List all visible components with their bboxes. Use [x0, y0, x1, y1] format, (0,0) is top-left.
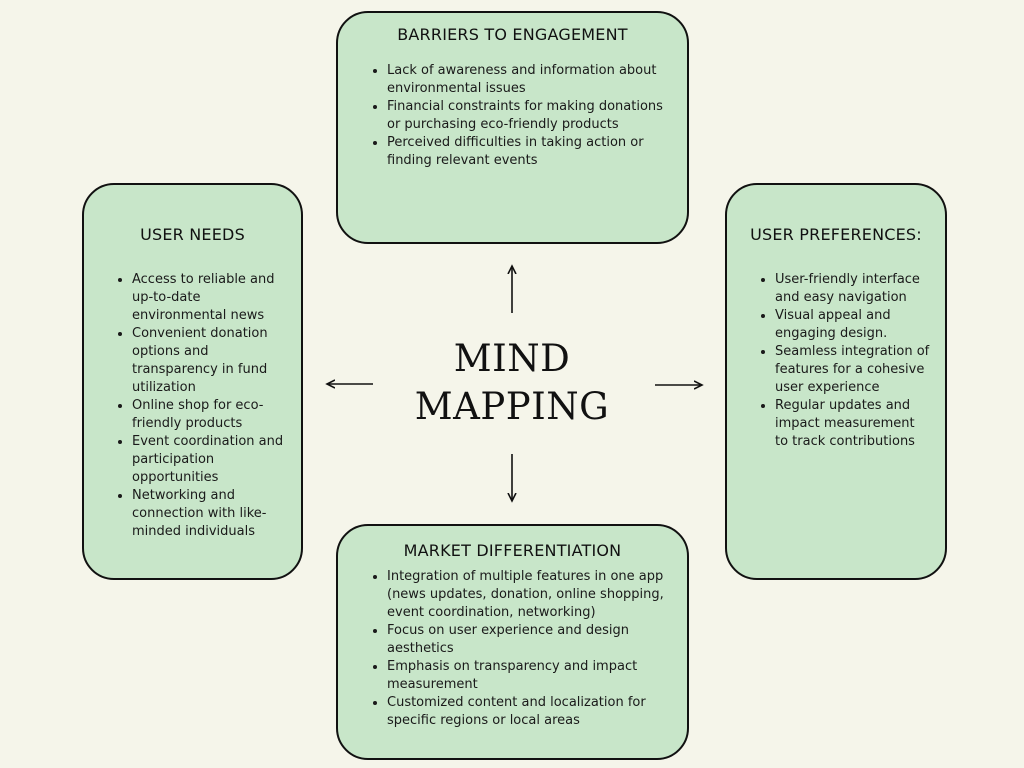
market-differentiation-list: Integration of multiple features in one … — [371, 568, 667, 730]
list-item: Convenient donation options and transpar… — [132, 325, 287, 397]
user-needs-title: USER NEEDS — [140, 225, 245, 244]
title-line-1: MIND — [453, 337, 571, 380]
user-needs-list: Access to reliable and up-to-date enviro… — [116, 271, 287, 541]
barriers-card: BARRIERS TO ENGAGEMENT Lack of awareness… — [336, 11, 689, 244]
user-needs-card: USER NEEDS Access to reliable and up-to-… — [82, 183, 303, 580]
title-line-2: MAPPING — [414, 385, 610, 428]
list-item: Seamless integration of features for a c… — [775, 343, 931, 397]
barriers-title: BARRIERS TO ENGAGEMENT — [397, 25, 628, 44]
list-item: Online shop for eco-friendly products — [132, 397, 287, 433]
list-item: User-friendly interface and easy navigat… — [775, 271, 931, 307]
list-item: Event coordination and participation opp… — [132, 433, 287, 487]
list-item: Integration of multiple features in one … — [387, 568, 667, 622]
market-differentiation-card: MARKET DIFFERENTIATION Integration of mu… — [336, 524, 689, 760]
list-item: Financial constraints for making donatio… — [387, 98, 667, 134]
mind-mapping-title: MIND MAPPING — [400, 335, 624, 431]
user-preferences-card: USER PREFERENCES: User-friendly interfac… — [725, 183, 947, 580]
list-item: Access to reliable and up-to-date enviro… — [132, 271, 287, 325]
market-differentiation-title: MARKET DIFFERENTIATION — [403, 541, 622, 560]
list-item: Regular updates and impact measurement t… — [775, 397, 931, 451]
user-preferences-list: User-friendly interface and easy navigat… — [759, 271, 931, 451]
list-item: Networking and connection with like-mind… — [132, 487, 287, 541]
list-item: Perceived difficulties in taking action … — [387, 134, 667, 170]
list-item: Customized content and localization for … — [387, 694, 667, 730]
list-item: Visual appeal and engaging design. — [775, 307, 931, 343]
barriers-list: Lack of awareness and information about … — [371, 62, 667, 170]
list-item: Emphasis on transparency and impact meas… — [387, 658, 667, 694]
list-item: Lack of awareness and information about … — [387, 62, 667, 98]
list-item: Focus on user experience and design aest… — [387, 622, 667, 658]
user-preferences-title: USER PREFERENCES: — [750, 225, 922, 244]
